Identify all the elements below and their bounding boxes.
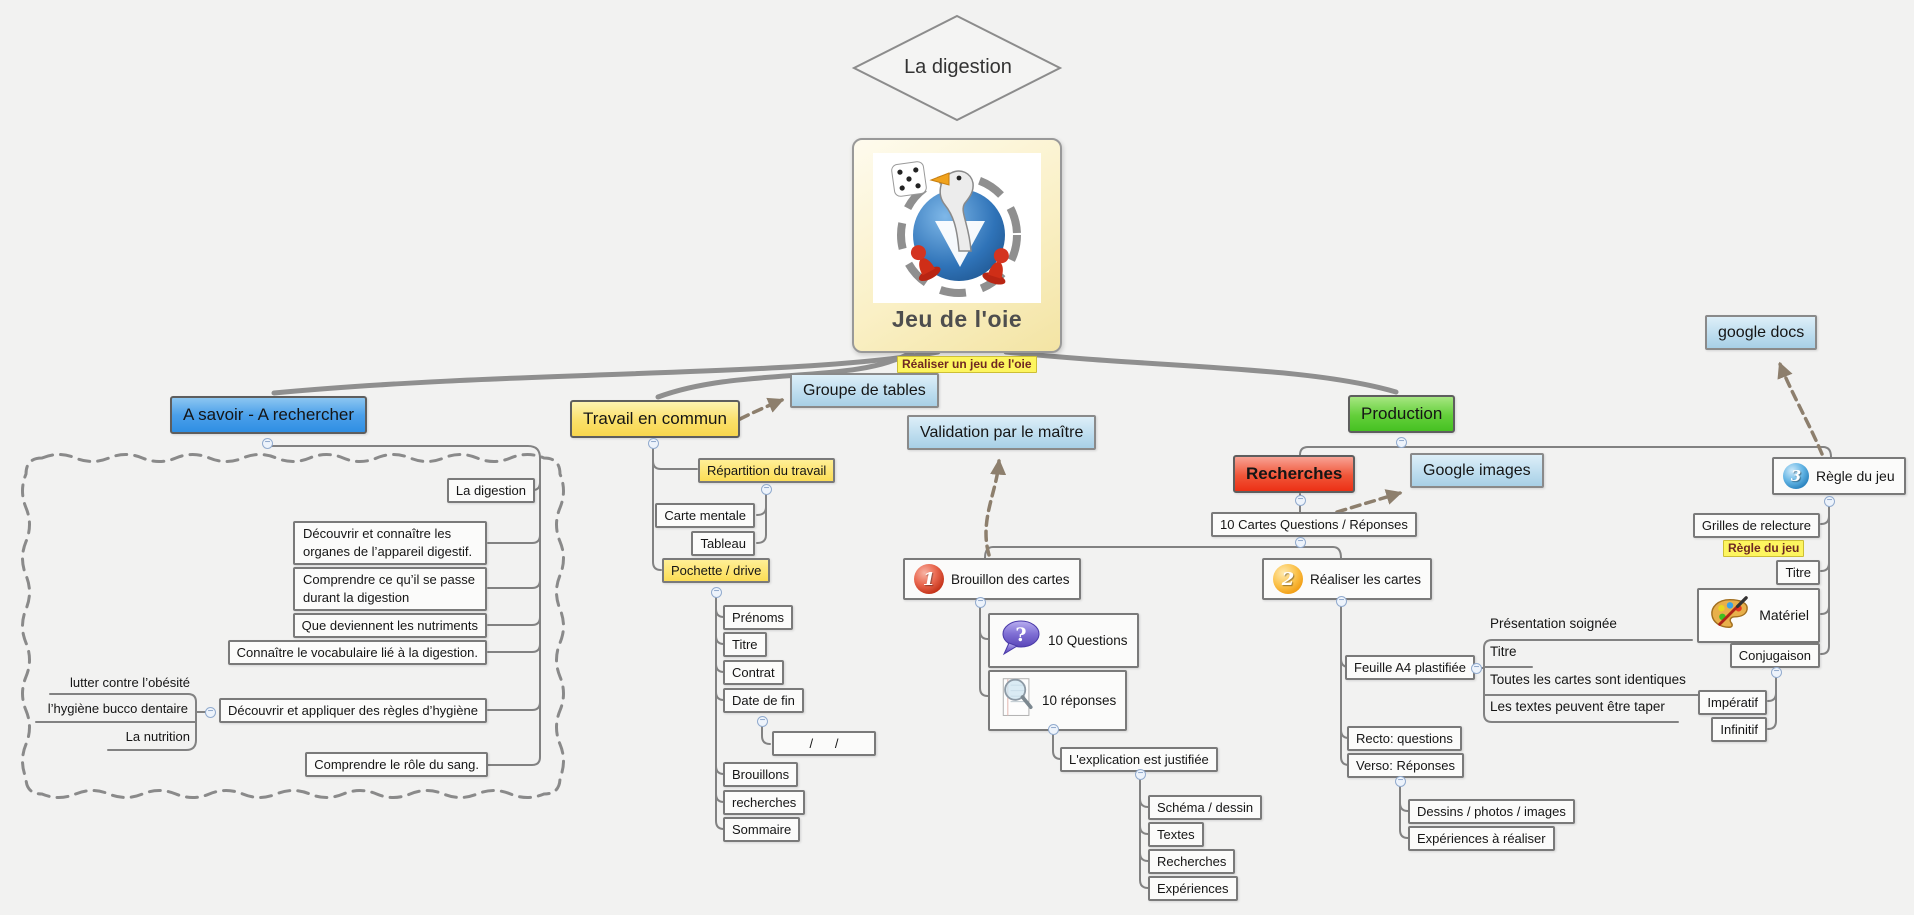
floating-topic-google-images[interactable]: Google images (1410, 453, 1544, 488)
subtopic-la-nutrition[interactable]: La nutrition (125, 729, 190, 744)
subtopic-repartition-travail[interactable]: Répartition du travail (698, 458, 836, 483)
subtopic-obesite[interactable]: lutter contre l’obésité (70, 675, 190, 690)
step-1-badge-icon: 1 (914, 564, 944, 594)
subtopic-role-du-sang[interactable]: Comprendre le rôle du sang. (305, 752, 488, 777)
brouillon-label: Brouillon des cartes (951, 571, 1070, 587)
collapse-button[interactable]: − (711, 587, 722, 598)
subtopic-tableau[interactable]: Tableau (691, 531, 755, 556)
central-topic-title: Jeu de l'oie (891, 306, 1023, 332)
subtopic-pochette-drive[interactable]: Pochette / drive (662, 558, 771, 583)
tree-connector-lines (35, 445, 1832, 889)
floating-topic-groupe-de-tables[interactable]: Groupe de tables (790, 373, 939, 408)
subtopic-titre-regle[interactable]: Titre (1776, 560, 1820, 585)
collapse-button[interactable]: − (262, 438, 273, 449)
subtopic-brouillons[interactable]: Brouillons (723, 762, 799, 787)
materiel-label: Matériel (1759, 607, 1809, 623)
relationship-arrows (738, 361, 1824, 557)
subtopic-materiel[interactable]: Matériel (1697, 588, 1820, 643)
magnifier-document-icon (999, 676, 1035, 725)
floating-topic-google-docs[interactable]: google docs (1705, 315, 1818, 350)
collapse-button[interactable]: − (761, 484, 772, 495)
collapse-button[interactable]: − (1824, 496, 1835, 507)
central-topic-jeu-de-loie[interactable]: Jeu de l'oie (852, 138, 1062, 353)
question-bubble-icon: ? (999, 619, 1041, 662)
collapse-button[interactable]: − (1135, 769, 1146, 780)
subtopic-titre[interactable]: Titre (723, 632, 767, 657)
subtopic-10-cartes-qr[interactable]: 10 Cartes Questions / Réponses (1211, 512, 1417, 537)
subtopic-recto-questions[interactable]: Recto: questions (1347, 726, 1462, 751)
subtopic-textes[interactable]: Textes (1148, 822, 1204, 847)
collapse-button[interactable]: − (975, 597, 986, 608)
collapse-button[interactable]: − (1471, 663, 1482, 674)
diamond-shape[interactable] (851, 14, 1063, 122)
subtopic-realiser-les-cartes[interactable]: 2 Réaliser les cartes (1262, 558, 1433, 600)
regle-label: Règle du jeu (1816, 467, 1895, 484)
collapse-button[interactable]: − (1771, 667, 1782, 678)
subtopic-sommaire[interactable]: Sommaire (723, 817, 801, 842)
palette-icon (1708, 594, 1752, 637)
subtopic-presentation-soignee[interactable]: Présentation soignée (1490, 616, 1617, 631)
subtopic-experiences[interactable]: Expériences (1148, 876, 1238, 901)
subtopic-brouillon-des-cartes[interactable]: 1 Brouillon des cartes (903, 558, 1081, 600)
subtopic-vocabulaire[interactable]: Connaître le vocabulaire lié à la digest… (227, 640, 487, 665)
collapse-button[interactable]: − (1336, 596, 1347, 607)
label-regle-du-jeu[interactable]: Règle du jeu (1723, 540, 1805, 557)
subtopic-organes-digestif[interactable]: Découvrir et connaître les organes de l’… (293, 521, 487, 565)
subtopic-date-placeholder[interactable]: / / (772, 731, 876, 756)
subtopic-imperatif[interactable]: Impératif (1698, 690, 1767, 715)
floating-topic-la-digestion[interactable]: La digestion (904, 56, 1012, 78)
cloud-boundary (21, 453, 565, 799)
subtopic-regles-hygiene[interactable]: Découvrir et appliquer des règles d’hygi… (218, 698, 487, 723)
collapse-button[interactable]: − (757, 716, 768, 727)
subtopic-10-questions[interactable]: ? 10 Questions (988, 613, 1139, 668)
questions-label: 10 Questions (1048, 633, 1128, 648)
subtopic-textes-taper[interactable]: Les textes peuvent être taper (1490, 699, 1665, 714)
collapse-button[interactable]: − (205, 707, 216, 718)
subtopic-feuille-a4[interactable]: Feuille A4 plastifiée (1345, 655, 1476, 680)
goose-game-image (873, 153, 1041, 303)
collapse-button[interactable]: − (1048, 724, 1059, 735)
subtopic-carte-mentale[interactable]: Carte mentale (655, 503, 755, 528)
realiser-label: Réaliser les cartes (1310, 571, 1422, 587)
main-topic-production[interactable]: Production (1348, 395, 1456, 433)
subtopic-recherches-cartes[interactable]: Recherches (1148, 849, 1236, 874)
subtopic-titre-carte[interactable]: Titre (1490, 644, 1517, 659)
subtopic-verso-reponses[interactable]: Verso: Réponses (1347, 753, 1465, 778)
subtopic-recherches-drive[interactable]: recherches (723, 790, 806, 815)
subtopic-conjugaison[interactable]: Conjugaison (1729, 643, 1820, 668)
reponses-label: 10 réponses (1042, 693, 1117, 708)
step-2-badge-icon: 2 (1273, 564, 1303, 594)
collapse-button[interactable]: − (648, 438, 659, 449)
subtopic-contrat[interactable]: Contrat (723, 660, 784, 685)
subtopic-grilles-relecture[interactable]: Grilles de relecture (1692, 513, 1820, 538)
floating-topic-validation[interactable]: Validation par le maître (907, 415, 1097, 450)
main-topic-a-savoir[interactable]: A savoir - A rechercher (170, 396, 368, 434)
collapse-button[interactable]: − (1395, 776, 1406, 787)
subtopic-recherches[interactable]: Recherches (1233, 455, 1356, 493)
svg-text:?: ? (1015, 624, 1026, 646)
subtopic-regle-du-jeu[interactable]: 3 Règle du jeu (1772, 457, 1906, 495)
main-topic-travail-en-commun[interactable]: Travail en commun (570, 400, 740, 438)
subtopic-date-de-fin[interactable]: Date de fin (723, 688, 804, 713)
subtopic-cartes-identiques[interactable]: Toutes les cartes sont identiques (1490, 672, 1686, 687)
subtopic-infinitif[interactable]: Infinitif (1711, 717, 1767, 742)
step-3-badge-icon: 3 (1783, 463, 1809, 489)
subtopic-hygiene-bucco[interactable]: l’hygiène bucco dentaire (47, 701, 188, 716)
subtopic-nutriments[interactable]: Que deviennent les nutriments (292, 613, 487, 638)
subtopic-dessins-photos[interactable]: Dessins / photos / images (1408, 799, 1575, 824)
callout-realiser-jeu[interactable]: Réaliser un jeu de l'oie (897, 356, 1037, 373)
collapse-button[interactable]: − (1396, 437, 1407, 448)
subtopic-la-digestion[interactable]: La digestion (446, 478, 535, 503)
subtopic-comprendre-digestion[interactable]: Comprendre ce qu’il se passe durant la d… (293, 567, 487, 611)
subtopic-prenoms[interactable]: Prénoms (723, 605, 794, 630)
collapse-button[interactable]: − (1295, 537, 1306, 548)
collapse-button[interactable]: − (1295, 495, 1306, 506)
subtopic-schema-dessin[interactable]: Schéma / dessin (1148, 795, 1263, 820)
subtopic-experiences-a-realiser[interactable]: Expériences à réaliser (1408, 826, 1555, 851)
subtopic-10-reponses[interactable]: 10 réponses (988, 670, 1128, 731)
